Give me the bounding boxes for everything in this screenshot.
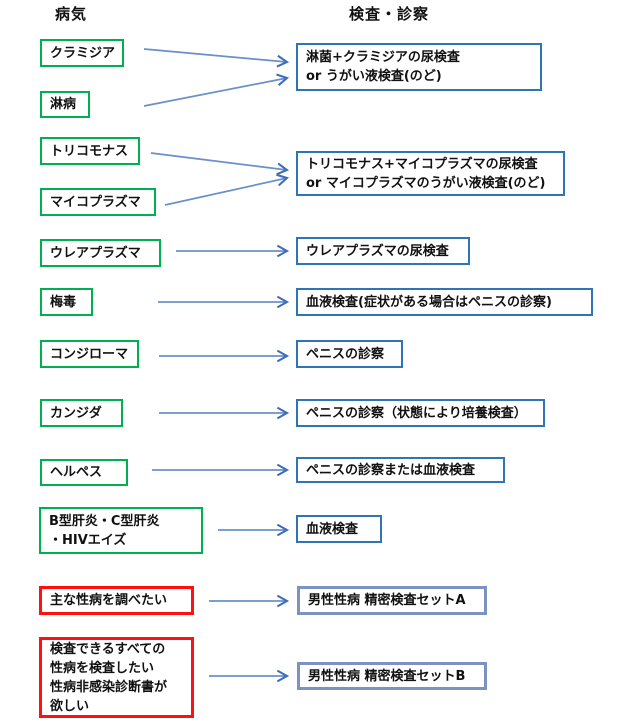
exam-box-penis-exam: ペニスの診察	[296, 340, 403, 368]
exam-box-blood-test: 血液検査	[296, 515, 382, 543]
exam-box-ureaplasma-urine: ウレアプラズマの尿検査	[296, 237, 470, 265]
examination-column-header: 検査・診察	[349, 5, 430, 23]
request-box-all-stds: 検査できるすべての 性病を検査したい 性病非感染診断書が 欲しい	[39, 637, 194, 718]
disease-column-header: 病気	[55, 5, 88, 23]
disease-box-mycoplasma: マイコプラズマ	[40, 188, 156, 216]
request-box-main-stds: 主な性病を調べたい	[39, 586, 194, 615]
arrow-trichomonas	[150, 152, 290, 176]
disease-box-condyloma: コンジローマ	[40, 340, 139, 368]
exam-box-penis-or-blood: ペニスの診察または血液検査	[296, 457, 505, 483]
arrow-mycoplasma	[164, 173, 290, 206]
exam-box-set-b: 男性性病 精密検査セットB	[297, 662, 487, 690]
exam-box-penis-exam-culture: ペニスの診察（状態により培養検査）	[296, 399, 545, 427]
disease-box-ureaplasma: ウレアプラズマ	[40, 239, 161, 267]
disease-box-hepatitis-hiv: B型肝炎・C型肝炎 ・HIVエイズ	[39, 507, 203, 554]
disease-box-candida: カンジダ	[40, 399, 123, 427]
exam-box-blood-test-syphilis: 血液検査(症状がある場合はペニスの診察)	[296, 288, 593, 316]
exam-box-trichomonas-mycoplasma-urine: トリコモナス+マイコプラズマの尿検査 or マイコプラズマのうがい液検査(のど)	[296, 151, 565, 196]
disease-box-gonorrhea: 淋病	[40, 91, 90, 118]
disease-box-chlamydia: クラミジア	[40, 39, 124, 67]
arrow-chlamydia	[143, 48, 290, 68]
disease-box-syphilis: 梅毒	[40, 288, 93, 316]
exam-box-set-a: 男性性病 精密検査セットA	[297, 586, 487, 615]
disease-box-herpes: ヘルペス	[40, 459, 128, 486]
exam-box-gonorrhea-chlamydia-urine: 淋菌+クラミジアの尿検査 or うがい液検査(のど)	[296, 43, 542, 91]
arrow-gonorrhea	[143, 73, 290, 107]
disease-box-trichomonas: トリコモナス	[40, 137, 140, 165]
